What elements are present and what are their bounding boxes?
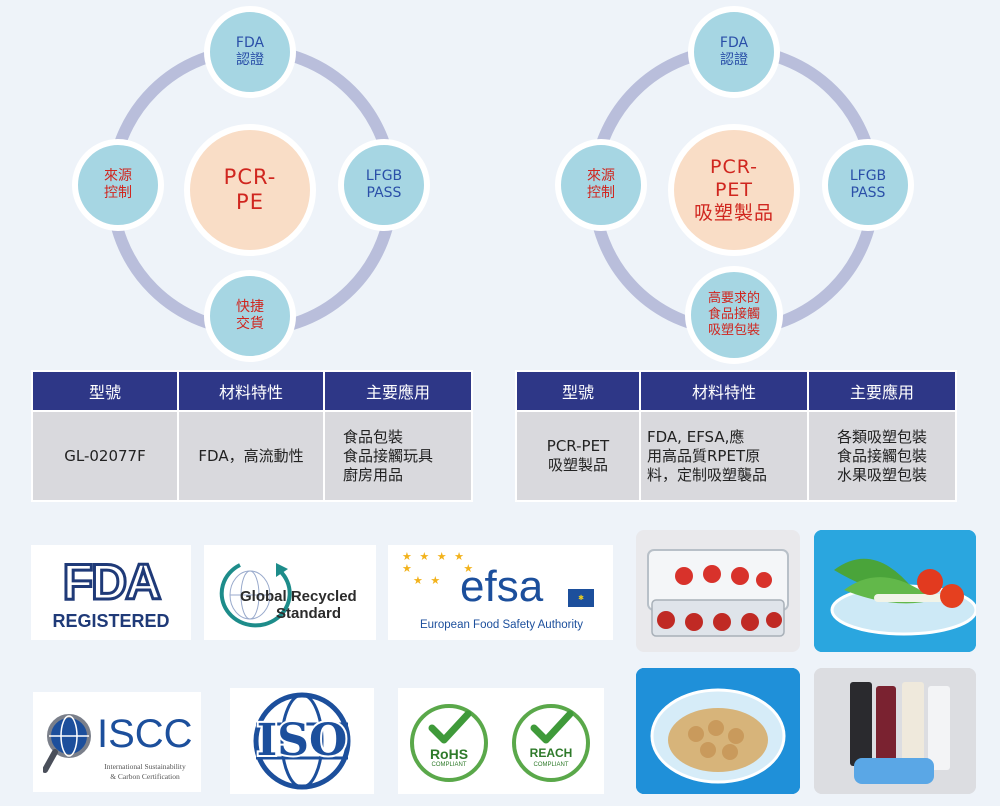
rohs-sub: COMPLIANT [431,762,467,768]
header-material-properties: 材料特性 [639,370,809,412]
iso-logo: ISO [230,688,374,794]
fda-sub: REGISTERED [52,611,170,631]
eu-flag-icon: ✱ [568,589,594,607]
globe-magnifier-icon [43,714,91,773]
efsa-mark: efsa [460,562,544,611]
header-material-properties: 材料特性 [177,370,325,412]
header-main-application: 主要應用 [323,370,473,412]
fda-mark: FDA [61,554,163,611]
header-main-application: 主要應用 [807,370,957,412]
iscc-mark: ISCC [97,712,193,756]
grs-line1: Global Recycled [240,588,357,605]
star-icon: ★ ★ ★ ★★ ★ ★ ★ [402,550,476,587]
center-product: PCR- PET 吸塑製品 [668,124,800,256]
iscc-sub1: International Sustainability [104,762,186,771]
nut-bowl-image [636,668,800,794]
node-source-control: 來源 控制 [72,139,164,231]
table-row: GL-02077F FDA，高流動性 食品包裝 食品接觸玩具 廚房用品 [31,410,473,502]
product-photo-nut-bowl [636,668,800,794]
node-fda-certified: FDA 認證 [204,6,296,98]
rohs-badge: RoHS COMPLIANT [410,704,488,782]
cell-model: PCR-PET 吸塑製品 [515,410,641,502]
iscc-logo: ISCC International Sustainability & Carb… [33,692,201,792]
spec-table-right: 型號 材料特性 主要應用 PCR-PET 吸塑製品 FDA, EFSA,應 用高… [515,370,957,502]
cell-main-application: 食品包裝 食品接觸玩具 廚房用品 [323,410,473,502]
rohs-mark: RoHS [429,746,469,762]
node-fda-certified: FDA 認證 [688,6,780,98]
cell-material-properties: FDA, EFSA,應 用高品質RPET原 料，定制吸塑襲品 [639,410,809,502]
reach-badge: REACH COMPLIANT [512,704,590,782]
product-photo-film-rolls [814,668,976,794]
cell-main-application: 各類吸塑包裝 食品接觸包裝 水果吸塑包裝 [807,410,957,502]
checkmark-icon [428,710,472,744]
film-rolls-image [814,668,976,794]
node-food-contact-packaging: 高要求的 食品接觸 吸塑包裝 [685,266,783,364]
reach-mark: REACH [529,746,573,760]
grs-line2: Standard [276,605,342,622]
header-model: 型號 [515,370,641,412]
product-photo-strawberry-clamshell [636,530,800,652]
header-model: 型號 [31,370,179,412]
node-lfgb-pass: LFGB PASS [338,139,430,231]
vegetable-tray-image [814,530,976,652]
iso-mark: ISO [255,715,350,766]
center-product: PCR- PE [184,124,316,256]
efsa-logo: ★ ★ ★ ★★ ★ ★ ★ efsa ✱ European Food Safe… [388,545,613,640]
iso-globe-icon [253,692,351,790]
strawberry-tray-image [647,549,789,637]
checkmark-icon [530,710,574,744]
reach-sub: COMPLIANT [533,762,569,768]
cell-material-properties: FDA，高流動性 [177,410,325,502]
rohs-reach-logos: RoHS COMPLIANT REACH COMPLIANT [398,688,604,794]
iscc-sub2: & Carbon Certification [110,772,180,781]
node-fast-delivery: 快捷 交貨 [204,270,296,362]
product-photo-vegetable-tray [814,530,976,652]
table-row: PCR-PET 吸塑製品 FDA, EFSA,應 用高品質RPET原 料，定制吸… [515,410,957,502]
cell-model: GL-02077F [31,410,179,502]
globe-icon [219,563,292,628]
node-lfgb-pass: LFGB PASS [822,139,914,231]
fda-registered-logo: FDA REGISTERED [31,545,191,640]
spec-table-left: 型號 材料特性 主要應用 GL-02077F FDA，高流動性 食品包裝 食品接… [31,370,473,502]
node-source-control: 來源 控制 [555,139,647,231]
global-recycled-standard-logo: Global Recycled Standard [204,545,376,640]
efsa-sub: European Food Safety Authority [419,619,584,631]
